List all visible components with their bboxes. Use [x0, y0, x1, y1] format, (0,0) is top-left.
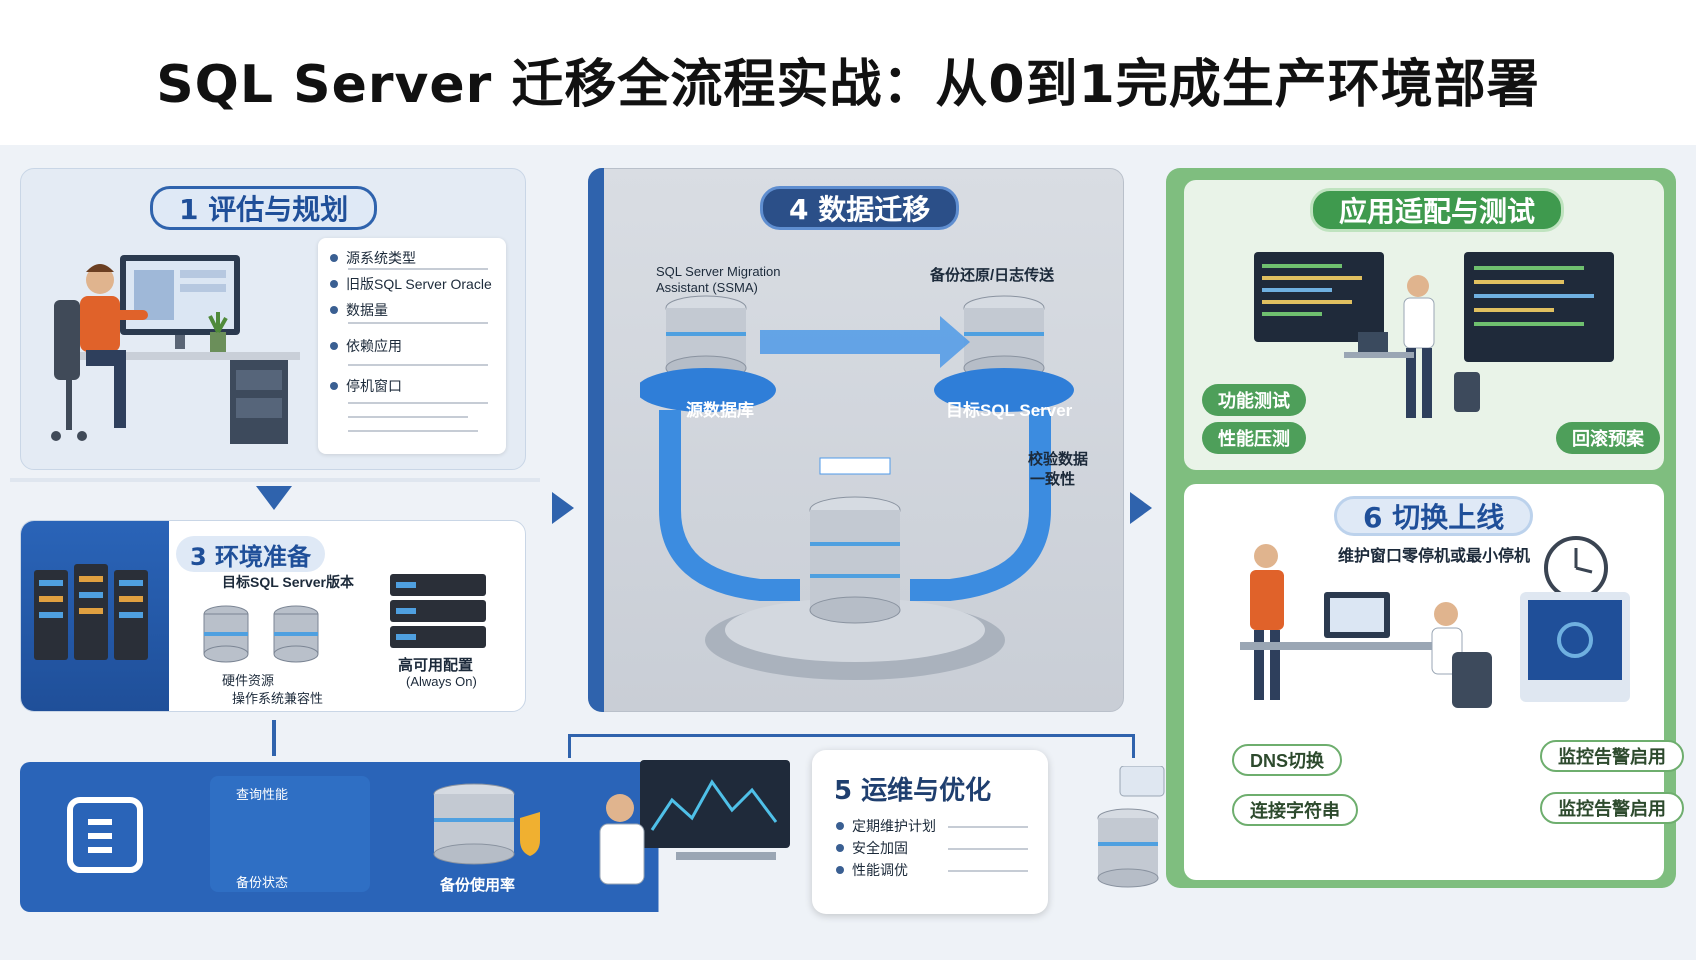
arrow-down-icon: [256, 486, 292, 510]
performance-test-pill: 性能压测: [1202, 422, 1306, 454]
arrow-right-icon: [1130, 492, 1152, 524]
shield-icon: [520, 812, 540, 856]
checklist-item: 停机窗口: [330, 376, 402, 396]
cutover-illustration: [1240, 536, 1630, 708]
monitor-icon: [640, 760, 790, 848]
step4-badge: 4 数据迁移: [760, 186, 960, 230]
ops-item: 性能调优: [836, 860, 908, 880]
ops-engineer-illustration: [599, 760, 790, 885]
ha-config-label: 高可用配置: [398, 657, 474, 674]
ops-item: 定期维护计划: [836, 816, 936, 836]
database-icon: [203, 605, 319, 663]
step3-badge: 3 环境准备: [176, 536, 326, 572]
functional-test-pill: 功能测试: [1202, 384, 1306, 416]
ha-server-icon: [390, 574, 486, 648]
analyst-workstation-illustration: [51, 255, 300, 444]
backup-database-icon: [433, 783, 540, 865]
ops-item: 安全加固: [836, 838, 908, 858]
ha-config-sub: (Always On): [406, 674, 477, 689]
target-database-icon: [934, 295, 1074, 412]
step5-card: [812, 750, 1048, 914]
server-rack-icon: [34, 564, 148, 660]
sql-logo-icon: [67, 797, 143, 873]
hardware-label: 硬件资源: [222, 673, 275, 688]
backup-usage-label: 备份使用率: [440, 877, 516, 894]
step6-subtitle: 维护窗口零停机或最小停机: [1338, 548, 1531, 565]
checklist-item: 依赖应用: [330, 336, 402, 356]
code-review-illustration: [1254, 252, 1614, 418]
ssma-label-line1: SQL Server Migration: [656, 264, 781, 279]
monitor-icon: [1254, 252, 1384, 342]
step5-badge: 5 运维与优化: [834, 775, 992, 806]
app-testing-badge: 应用适配与测试: [1310, 188, 1565, 232]
standalone-database-icon: [1097, 766, 1165, 888]
monitor-alert-pill-2: 监控告警启用: [1540, 792, 1684, 824]
step6-badge: 6 切换上线: [1334, 496, 1534, 536]
step1-badge: 1 评估与规划: [150, 186, 378, 230]
ssma-label-line2: Assistant (SSMA): [656, 280, 758, 295]
verify-label-line2: 一致性: [1030, 471, 1076, 488]
source-db-label: 源数据库: [686, 401, 754, 420]
target-db-label: 目标SQL Server: [946, 401, 1073, 420]
source-database-icon: [640, 295, 776, 412]
query-perf-card: [210, 776, 370, 892]
checklist-item: 旧版SQL Server Oracle: [330, 274, 492, 294]
page-title: SQL Server 迁移全流程实战：从0到1完成生产环境部署: [156, 55, 1540, 115]
rollback-plan-pill: 回滚预案: [1556, 422, 1660, 454]
os-compat-label: 操作系统兼容性: [232, 691, 324, 706]
migration-flow-illustration: [640, 295, 1074, 680]
arrow-right-icon: [552, 492, 574, 524]
connection-string-pill: 连接字符串: [1232, 794, 1358, 826]
target-version-label: 目标SQL Server版本: [222, 574, 355, 590]
query-perf-label: 查询性能: [236, 787, 289, 802]
assessment-checklist: 源系统类型 旧版SQL Server Oracle 数据量 依赖应用 停机窗口: [318, 238, 506, 454]
checklist-item: 源系统类型: [330, 248, 416, 268]
checklist-item: 数据量: [330, 300, 388, 320]
verify-label-line1: 校验数据: [1028, 451, 1089, 468]
dns-switch-pill: DNS切换: [1232, 744, 1343, 776]
monitor-alert-pill: 监控告警启用: [1540, 740, 1684, 772]
monitor-icon: [1464, 252, 1614, 362]
backup-status-label: 备份状态: [236, 875, 289, 890]
backup-restore-label: 备份还原/日志传送: [930, 267, 1055, 284]
